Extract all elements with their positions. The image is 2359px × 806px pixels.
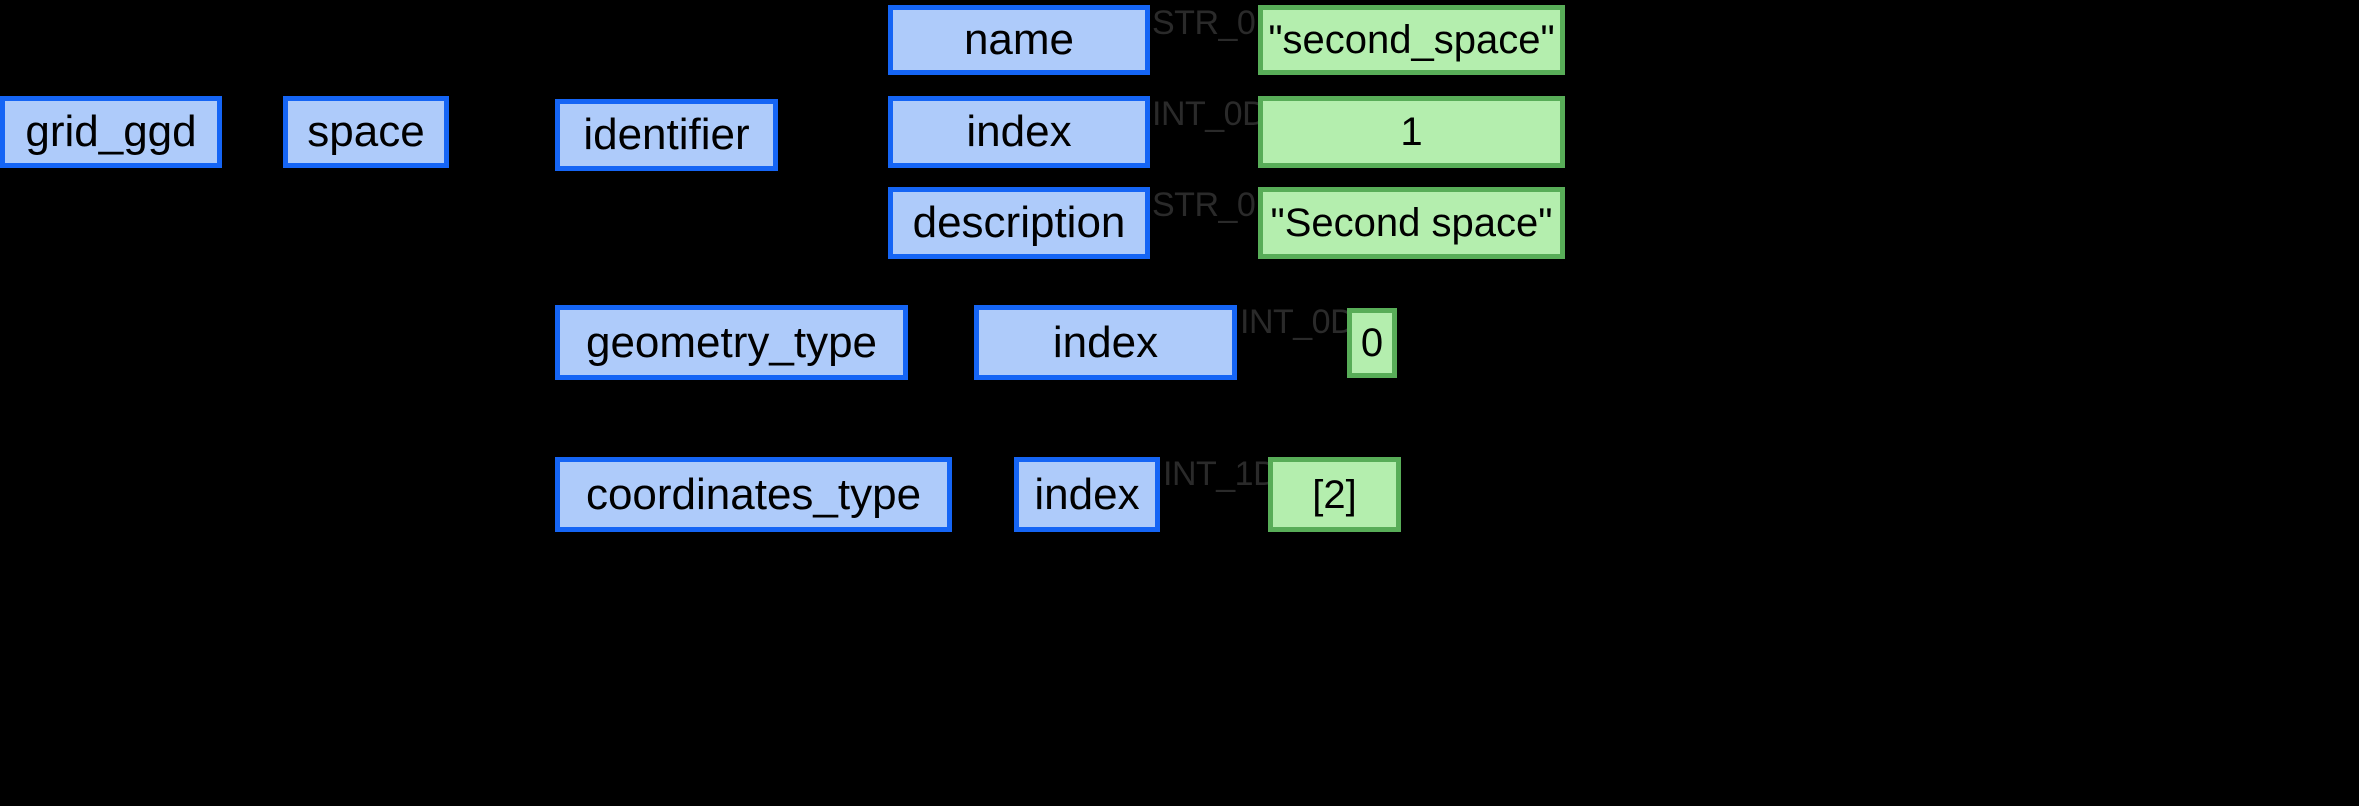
edge-label-geometry-index-type: INT_0D: [1240, 303, 1355, 341]
edge-space-geometry_type: [449, 341, 555, 345]
node-index-identifier[interactable]: index: [888, 96, 1150, 168]
value-coordinates-index-label: [2]: [1312, 472, 1357, 517]
edge-identifier-description: [778, 222, 888, 226]
node-grid_ggd[interactable]: grid_ggd: [0, 96, 222, 168]
node-identifier[interactable]: identifier: [555, 99, 778, 171]
node-index-coordinates[interactable]: index: [1014, 457, 1160, 532]
edge-label-coordinates-index-type: INT_1D: [1163, 455, 1278, 493]
node-index-geometry[interactable]: index: [974, 305, 1237, 380]
node-index-identifier-label: index: [966, 107, 1072, 156]
node-grid_ggd-label: grid_ggd: [25, 107, 197, 156]
node-name[interactable]: name: [888, 5, 1150, 75]
value-name[interactable]: "second_space": [1258, 5, 1565, 75]
edge-name-value: [1150, 40, 1258, 44]
value-description[interactable]: "Second space": [1258, 187, 1565, 259]
node-space[interactable]: space: [283, 96, 449, 168]
edge-space-identifier: [449, 131, 555, 135]
edge-grid_ggd-space: [222, 131, 283, 135]
value-description-label: "Second space": [1270, 201, 1553, 245]
value-name-label: "second_space": [1268, 18, 1555, 62]
node-geometry_type-label: geometry_type: [585, 317, 878, 367]
value-index[interactable]: 1: [1258, 96, 1565, 168]
value-geometry-index[interactable]: 0: [1347, 308, 1397, 378]
node-name-label: name: [963, 15, 1075, 64]
node-coordinates_type[interactable]: coordinates_type: [555, 457, 952, 532]
node-description-label: description: [912, 198, 1126, 247]
edge-label-index-type: INT_0D: [1152, 95, 1267, 133]
node-geometry_type[interactable]: geometry_type: [555, 305, 908, 380]
edge-index-value: [1150, 131, 1258, 135]
edge-space-coordinates_type: [449, 492, 555, 496]
edge-coordinates-index-value: [1160, 492, 1268, 496]
value-geometry-index-label: 0: [1360, 321, 1384, 365]
node-description[interactable]: description: [888, 187, 1150, 259]
value-index-label: 1: [1400, 110, 1423, 154]
edge-geometry_type-index: [908, 341, 974, 345]
node-index-coordinates-label: index: [1034, 469, 1140, 519]
edge-coordinates_type-index: [952, 492, 1014, 496]
node-space-label: space: [307, 107, 425, 156]
edge-description-value: [1150, 222, 1258, 226]
edge-geometry-index-value: [1237, 341, 1347, 345]
edge-identifier-name: [778, 40, 888, 44]
node-index-geometry-label: index: [1052, 317, 1159, 367]
node-coordinates_type-label: coordinates_type: [585, 469, 922, 519]
value-coordinates-index[interactable]: [2]: [1268, 457, 1401, 532]
node-identifier-label: identifier: [583, 110, 750, 159]
edge-identifier-index: [778, 131, 888, 135]
